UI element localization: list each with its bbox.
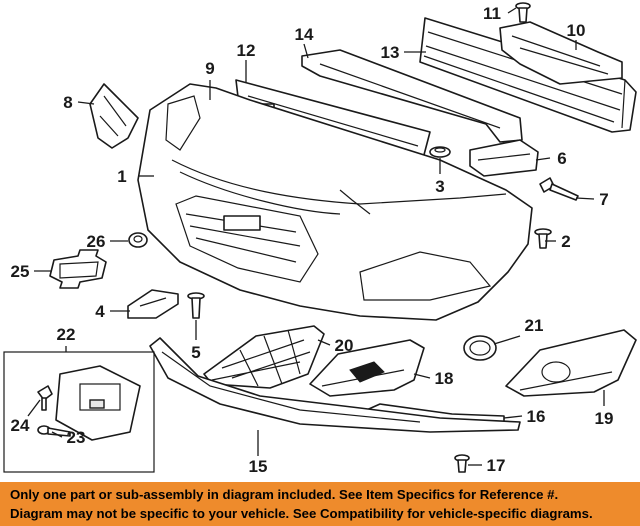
part-absorber (499, 21, 623, 85)
callout-7: 7 (599, 190, 608, 209)
callout-14: 14 (295, 25, 314, 44)
part-reinforcement-bar (419, 17, 637, 133)
disclaimer-banner: Only one part or sub-assembly in diagram… (0, 482, 640, 526)
exploded-bumper-diagram: 1 2 3 4 5 6 7 8 9 10 11 12 13 14 15 16 1… (3, 2, 637, 476)
part-fog-lamp-ring (463, 335, 497, 361)
part-support-bracket (301, 49, 523, 143)
callout-1: 1 (117, 167, 126, 186)
leader-lines (27, 7, 605, 466)
part-retainer-26 (128, 232, 148, 248)
callout-8: 8 (63, 93, 72, 112)
part-bolt-23 (37, 425, 71, 437)
callout-19: 19 (595, 409, 614, 428)
callout-25: 25 (11, 262, 30, 281)
disclaimer-line-1: Only one part or sub-assembly in diagram… (10, 487, 559, 502)
callout-12: 12 (237, 41, 256, 60)
callout-24: 24 (11, 416, 30, 435)
part-bumper-cover (137, 83, 533, 321)
part-retainer-3 (429, 146, 451, 158)
callout-20: 20 (335, 336, 354, 355)
callout-4: 4 (95, 302, 105, 321)
part-fog-lamp-bezel-18 (309, 339, 425, 397)
callout-11: 11 (483, 4, 501, 23)
part-bracket-4 (127, 289, 179, 319)
part-push-pin-5 (187, 292, 205, 319)
part-lower-grille (203, 325, 325, 389)
callout-9: 9 (205, 59, 214, 78)
part-emblem (49, 249, 107, 289)
part-bolt-17 (454, 454, 470, 473)
callout-22: 22 (57, 325, 76, 344)
part-bolt-7 (539, 177, 579, 201)
part-push-pin-2 (534, 228, 552, 249)
part-license-bracket-kit (3, 351, 155, 473)
callout-6: 6 (557, 149, 566, 168)
part-nut-24 (37, 385, 53, 411)
part-bolt-11 (515, 2, 531, 23)
callout-2: 2 (561, 232, 570, 251)
callout-3: 3 (435, 177, 444, 196)
callout-17: 17 (487, 456, 506, 475)
callout-18: 18 (435, 369, 454, 388)
callout-13: 13 (381, 43, 400, 62)
part-bracket-8 (89, 83, 139, 149)
part-side-bracket (469, 139, 539, 177)
callout-5: 5 (191, 343, 200, 362)
callout-21: 21 (525, 316, 544, 335)
part-fog-lamp-bezel-19 (505, 329, 637, 397)
callout-23: 23 (67, 428, 86, 447)
callout-15: 15 (249, 457, 268, 476)
disclaimer-line-2: Diagram may not be specific to your vehi… (10, 506, 593, 521)
callout-26: 26 (87, 232, 106, 251)
part-lower-valance (149, 337, 521, 433)
callout-10: 10 (567, 21, 586, 40)
callout-16: 16 (527, 407, 546, 426)
callout-labels: 1 2 3 4 5 6 7 8 9 10 11 12 13 14 15 16 1… (11, 4, 614, 476)
